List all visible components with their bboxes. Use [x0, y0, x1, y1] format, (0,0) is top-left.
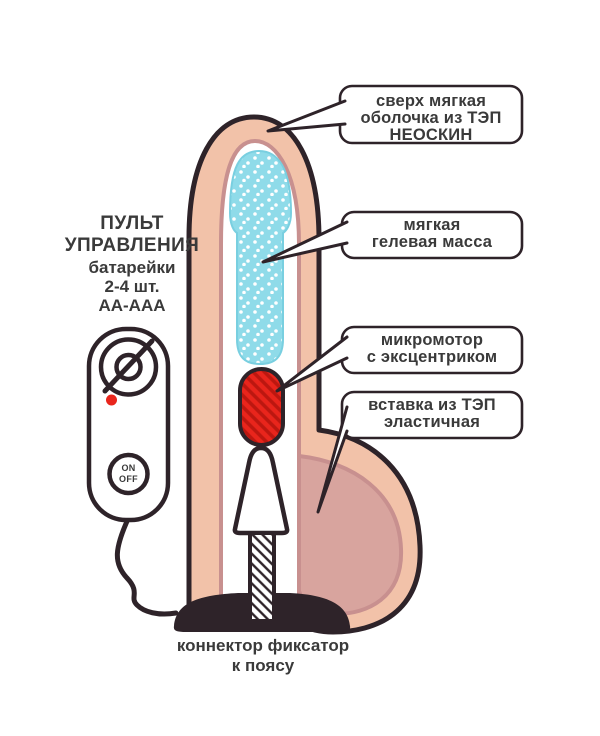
remote-caption-sub-3: АА-ААА — [98, 296, 165, 315]
callout-insert-line-1: вставка из ТЭП — [368, 396, 496, 414]
remote-cable — [114, 516, 179, 617]
off-label: OFF — [119, 474, 138, 484]
product-illustration — [173, 114, 423, 635]
inner-channel-outline — [219, 138, 301, 597]
remote-caption-sub-1: батарейки — [89, 258, 176, 277]
callout-insert: вставка из ТЭП эластичная — [316, 390, 524, 514]
callout-gel-line-2: гелевая масса — [372, 233, 493, 251]
connector-screw — [248, 531, 276, 623]
remote-dial-slot-icon — [102, 338, 155, 394]
remote-caption: ПУЛЬТ УПРАВЛЕНИЯ батарейки 2-4 шт. АА-АА… — [65, 213, 200, 315]
remote-caption-title-1: ПУЛЬТ — [100, 213, 163, 234]
on-label: ON — [121, 463, 135, 473]
insert-cone — [232, 445, 290, 536]
callout-motor: микромотор с эксцентриком — [275, 325, 524, 393]
callout-insert-pointer — [316, 405, 349, 514]
gel-mass — [228, 149, 293, 366]
callout-gel: мягкая гелевая масса — [261, 210, 524, 264]
callout-motor-line-2: с эксцентриком — [367, 348, 498, 366]
bottom-caption-line-1: коннектор фиксатор — [177, 636, 349, 655]
callout-gel-pointer — [261, 220, 349, 264]
callout-shell: сверх мягкая оболочка из ТЭП НЕОСКИН — [266, 84, 524, 145]
onoff-button — [107, 452, 150, 496]
callout-shell-line-2: оболочка из ТЭП — [360, 109, 501, 127]
remote-caption-sub-2: 2-4 шт. — [104, 277, 159, 296]
callout-motor-line-1: микромотор — [381, 331, 483, 349]
micromotor — [238, 367, 285, 447]
callout-insert-box — [340, 390, 524, 440]
remote-control: ON OFF — [86, 326, 179, 617]
callout-shell-line-3: НЕОСКИН — [390, 126, 473, 144]
bottom-caption-line-2: к поясу — [232, 656, 295, 675]
callout-insert-line-2: эластичная — [384, 413, 480, 431]
micromotor-hatch — [238, 367, 285, 447]
callout-shell-pointer — [266, 99, 347, 133]
callout-shell-line-1: сверх мягкая — [376, 92, 486, 110]
remote-caption-title-2: УПРАВЛЕНИЯ — [65, 235, 200, 256]
power-led — [106, 394, 117, 406]
bottom-caption: коннектор фиксатор к поясу — [177, 636, 349, 675]
callout-gel-line-1: мягкая — [404, 216, 461, 234]
callout-motor-pointer — [275, 335, 349, 393]
